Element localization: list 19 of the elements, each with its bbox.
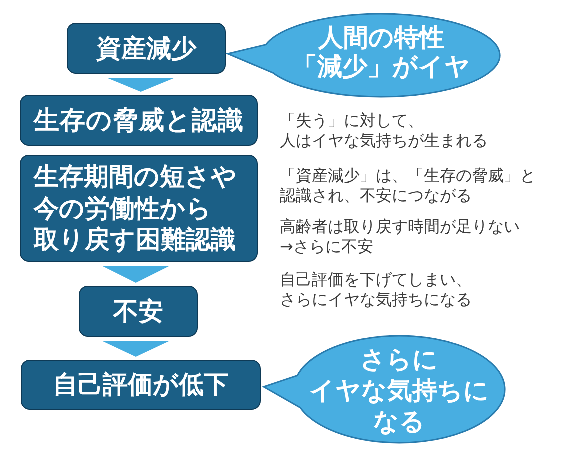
note-text: 「資産減少」は、「生存の脅威」と認識され、不安につながる <box>280 166 537 206</box>
process-box <box>79 286 198 337</box>
step-text: 資産減少 <box>96 34 198 64</box>
arrow <box>102 266 170 283</box>
note-text: 高齢者は取り戻す時間が足りない→さらに不安 <box>280 217 521 257</box>
callout-text: 人間の特性「減少」がイヤ <box>292 22 472 80</box>
callout-text: さらにイヤな気持ちになる <box>308 344 490 436</box>
arrow <box>107 78 175 92</box>
step-text: 生存の脅威と認識 <box>32 106 245 136</box>
arrow <box>102 341 170 357</box>
note-text: 「失う」に対して、人はイヤな気持ちが生まれる <box>280 111 489 151</box>
process-box <box>67 23 226 74</box>
process-box <box>21 360 261 410</box>
process-box <box>20 95 258 146</box>
note-text: 自己評価を下げてしまい、さらにイヤな気持ちになる <box>280 270 473 310</box>
process-box <box>20 155 258 262</box>
step-text: 不安 <box>112 296 164 326</box>
step-text: 自己評価が低下 <box>52 370 230 400</box>
step-text: 生存期間の短さや今の労働性から取り戻す困難認識 <box>34 161 238 256</box>
